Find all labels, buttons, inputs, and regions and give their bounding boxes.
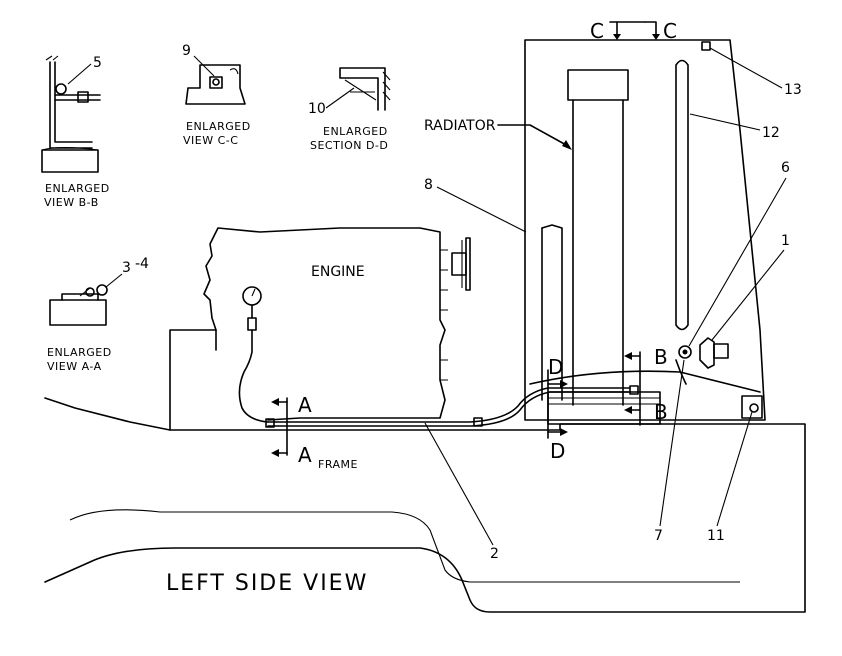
callout-4: -4: [135, 256, 149, 272]
frame-outline: [44, 397, 806, 613]
leader-2: [424, 422, 494, 546]
section-a-arrows: [271, 397, 288, 457]
enlarged-d-d-line2: SECTION D-D: [310, 139, 388, 152]
radiator-leader: [497, 124, 569, 147]
callout-10: 10: [308, 101, 326, 117]
leader-3: [105, 273, 123, 288]
radiator-leader-arrow: [562, 140, 572, 150]
leader-6: [688, 177, 787, 347]
enlarged-a-a-line1: ENLARGED: [47, 346, 112, 359]
enlarged-b-b-line1: ENLARGED: [45, 182, 110, 195]
callout-7: 7: [654, 528, 663, 544]
leader-7: [659, 359, 685, 527]
callout-11: 11: [707, 528, 725, 544]
frame-label: FRAME: [318, 458, 358, 471]
section-d-bottom: D: [550, 439, 565, 463]
callout-9: 9: [182, 43, 191, 59]
enlarged-d-d-line1: ENLARGED: [323, 125, 388, 138]
enlarged-b-b-line2: VIEW B-B: [44, 196, 99, 209]
enlarged-a-a-line2: VIEW A-A: [47, 360, 102, 373]
section-a-top: A: [298, 393, 312, 417]
view-title: LEFT SIDE VIEW: [166, 571, 368, 596]
section-b-arrows: [624, 351, 641, 426]
enlarged-view-c-c: [185, 64, 246, 105]
callout-13: 13: [784, 82, 802, 98]
section-b-bottom: B: [654, 400, 668, 424]
section-d-arrows: [547, 369, 568, 439]
leader-5: [67, 63, 92, 85]
engine-outline: [169, 227, 471, 431]
engine-label: ENGINE: [311, 264, 365, 280]
radiator-label: RADIATOR: [424, 118, 496, 134]
callout-6: 6: [781, 160, 790, 176]
leader-13: [709, 47, 783, 89]
enlarged-section-d-d: [339, 67, 391, 111]
callout-1: 1: [781, 233, 790, 249]
section-d-top: D: [548, 355, 563, 379]
section-c-left: C: [590, 19, 604, 43]
enlarged-view-a-a: [49, 284, 108, 326]
leader-1: [711, 249, 785, 341]
enlarged-c-c-line2: VIEW C-C: [183, 134, 238, 147]
enlarged-view-b-b: [41, 55, 101, 173]
leader-12: [689, 113, 761, 131]
callout-3: 3: [122, 260, 131, 276]
callout-12: 12: [762, 125, 780, 141]
callout-5: 5: [93, 55, 102, 71]
enlarged-c-c-line1: ENLARGED: [186, 120, 251, 133]
radiator-assembly: [524, 39, 766, 425]
section-c-right: C: [663, 19, 677, 43]
leader-9: [193, 55, 215, 77]
section-c-arrows: [609, 21, 660, 40]
leader-8: [436, 186, 527, 233]
leader-10: [325, 87, 355, 109]
section-a-bottom: A: [298, 443, 312, 467]
leader-11: [716, 411, 753, 527]
callout-8: 8: [424, 177, 433, 193]
section-b-top: B: [654, 345, 668, 369]
callout-2: 2: [490, 546, 499, 562]
